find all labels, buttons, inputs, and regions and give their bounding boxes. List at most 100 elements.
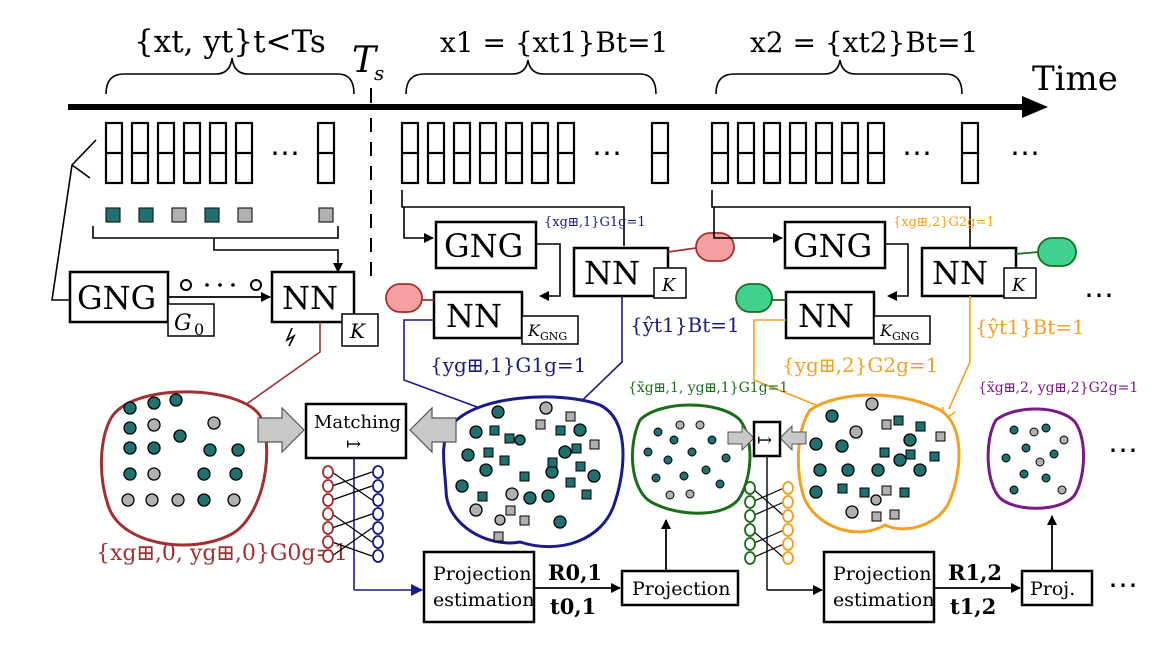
label-xtilde2: {x̃g⊞,2, yg⊞,2}G2g=1 xyxy=(978,380,1138,396)
label-R01: R0,1 xyxy=(548,560,602,585)
data-samples-batch1 xyxy=(400,121,670,185)
arrow-cloud2-to-match2 xyxy=(779,424,807,452)
ellipsis-batch2-outer: ⋯ xyxy=(1010,136,1040,171)
svg-text:K: K xyxy=(527,321,541,340)
svg-text:K: K xyxy=(1011,275,1027,296)
link-batch1-to-nn xyxy=(401,190,625,246)
gng-block-initial: GNG G 0 xyxy=(68,270,215,339)
link-nngng2-to-cloud2 xyxy=(753,319,848,418)
nn-gng-block-batch1: NN K GNG xyxy=(432,290,579,345)
ellipsis-right-nn: ⋯ xyxy=(1084,278,1114,313)
svg-text:0: 0 xyxy=(194,320,204,339)
svg-text:NN: NN xyxy=(584,254,640,292)
projection-block-1: Projection xyxy=(620,569,740,607)
link-nn0-to-cloud0 xyxy=(224,322,321,420)
svg-text:estimation: estimation xyxy=(433,589,534,611)
svg-text:Projection: Projection xyxy=(833,563,931,585)
label-t12: t1,2 xyxy=(950,594,996,619)
svg-text:Matching: Matching xyxy=(314,412,401,433)
matching-graph-1 xyxy=(322,458,384,590)
svg-text:GNG: GNG xyxy=(892,330,919,343)
label-xtilde1: {x̃g⊞,1, yg⊞,1}G1g=1 xyxy=(628,380,788,396)
svg-text:↦: ↦ xyxy=(346,434,361,455)
svg-text:GNG: GNG xyxy=(540,330,567,343)
gng-block-batch2: GNG xyxy=(783,220,887,270)
svg-text:estimation: estimation xyxy=(833,589,934,611)
brace-batch2 xyxy=(715,59,963,95)
svg-text:NN: NN xyxy=(798,297,854,335)
cloud-initial xyxy=(100,390,269,547)
matching-graph-2 xyxy=(744,456,794,590)
label-R12: R1,2 xyxy=(948,560,1002,585)
gng-block-batch1: GNG xyxy=(434,220,538,270)
red-model-icon-nngng xyxy=(385,283,423,313)
nn-block-batch2: NN K xyxy=(920,246,1037,299)
brace-bottom-initial xyxy=(92,226,339,239)
batch2-label: x2 = {xt2}Bt=1 xyxy=(750,26,978,59)
link-data-to-gng0 xyxy=(51,139,97,301)
time-axis: Time xyxy=(68,59,1118,118)
svg-text:NN: NN xyxy=(282,279,338,317)
ts-label: T xyxy=(352,40,379,81)
label-yhat1-a: {ŷt1}Bt=1 xyxy=(630,313,740,337)
link-batch1-to-gng xyxy=(403,207,434,243)
svg-text:NN: NN xyxy=(446,297,502,335)
link-data-branch xyxy=(71,164,91,179)
svg-text:GNG: GNG xyxy=(793,227,872,265)
svg-text:K: K xyxy=(349,319,366,343)
cloud-batch1 xyxy=(442,395,625,549)
link-nn2-to-cloud2 xyxy=(944,296,971,420)
label-xg1: {xg⊞,1}G1g=1 xyxy=(544,215,646,230)
matching-block: Matching ↦ xyxy=(257,402,457,460)
label-squares-initial xyxy=(105,207,334,223)
time-arrow-head xyxy=(1022,96,1048,118)
ellipsis-initial: ⋯ xyxy=(270,136,300,171)
brace-initial xyxy=(105,57,355,95)
batch1-label: x1 = {xt1}Bt=1 xyxy=(440,26,668,59)
label-xg2: {xg⊞,2}G2g=1 xyxy=(893,215,995,230)
brace-batch1 xyxy=(405,59,657,95)
projection-estimation-block-1: Projection estimation xyxy=(422,550,536,624)
cloud-batch2 xyxy=(796,393,961,534)
svg-text:NN: NN xyxy=(932,254,988,292)
svg-text:K: K xyxy=(661,275,677,296)
svg-text:GNG: GNG xyxy=(77,279,156,317)
ellipsis-batch2-inner: ⋯ xyxy=(902,136,932,171)
data-samples-batch2 xyxy=(710,121,980,185)
label-x0: {xg⊞,0, yg⊞,0}G0g=1 xyxy=(96,541,348,566)
label-yhat1-b: {ŷt1}Bt=1 xyxy=(975,315,1085,339)
gng-to-nn-connection xyxy=(168,279,271,302)
svg-text:↦: ↦ xyxy=(757,430,772,451)
green-model-icon-nn xyxy=(1037,237,1077,267)
matching-block-2: ↦ xyxy=(727,420,807,458)
projection-block-2: Proj. xyxy=(1020,569,1094,607)
cloud-projected2 xyxy=(986,407,1085,510)
svg-text:G: G xyxy=(174,311,192,336)
link-gng1-to-nngng xyxy=(536,243,561,301)
svg-text:K: K xyxy=(879,321,893,340)
link-labels-to-nn0 xyxy=(213,238,343,273)
lightning-icon xyxy=(285,327,296,347)
link-nngng1-to-cloud1 xyxy=(403,319,496,414)
svg-text:GNG: GNG xyxy=(444,227,523,265)
cloud-projected1 xyxy=(630,403,752,515)
arrow-cloud1-to-matching xyxy=(409,406,457,454)
svg-text:Projection: Projection xyxy=(632,578,730,600)
red-model-icon-nn xyxy=(695,232,735,262)
link-batch2-to-gng xyxy=(713,207,783,243)
ellipsis-right-cloud: ⋯ xyxy=(1108,433,1138,468)
ts-label-sub: s xyxy=(374,61,384,85)
svg-text:Projection: Projection xyxy=(433,563,531,585)
nn-block-initial: NN K xyxy=(270,270,379,347)
arrow-cloudp1-to-match2 xyxy=(727,424,755,452)
projection-estimation-block-2: Projection estimation xyxy=(822,550,936,624)
link-batch2-to-nn xyxy=(711,190,971,248)
initial-data-label: {xt, yt}t<Ts xyxy=(134,24,326,60)
green-model-icon-nngng xyxy=(735,283,773,313)
time-label: Time xyxy=(1032,59,1118,99)
arrow-cloud0-to-matching xyxy=(257,406,305,454)
nn-block-batch1: NN K xyxy=(572,246,687,299)
nn-gng-block-batch2: NN K GNG xyxy=(784,290,931,345)
link-nn1-to-cloud1 xyxy=(566,296,623,416)
